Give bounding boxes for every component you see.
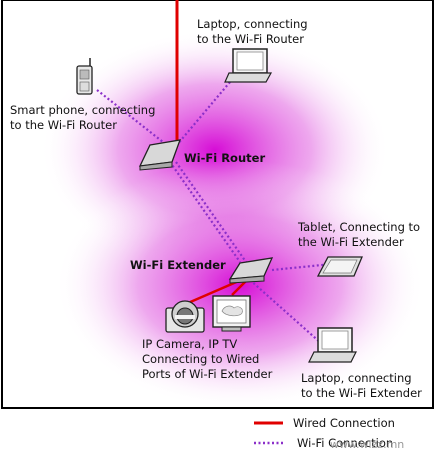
tablet-icon: [316, 256, 363, 277]
ip-tv-icon: [212, 295, 251, 332]
laptop-bottom-icon: [308, 327, 357, 363]
legend: [254, 421, 283, 445]
smartphone-icon: [76, 58, 93, 95]
extender-label: Wi-Fi Extender: [130, 258, 226, 272]
diagram-frame: [1, 0, 434, 409]
watermark: www.wizz.mn: [330, 438, 405, 451]
legend-wifi-label: Wi-Fi Connection: [297, 436, 394, 450]
wifi-extender-icon: [228, 257, 274, 284]
router-label: Wi-Fi Router: [184, 151, 266, 165]
wifi-link-tablet: [271, 262, 333, 272]
wifi-router-icon: [138, 139, 181, 171]
ip-camera-icon: [165, 300, 205, 333]
wifi-links: [96, 81, 333, 345]
laptop-top-icon: [224, 48, 273, 83]
wifi-link-laptop-top: [175, 81, 231, 147]
legend-wired-label: Wired Connection: [293, 416, 395, 430]
wifi-link-smartphone: [96, 89, 169, 147]
